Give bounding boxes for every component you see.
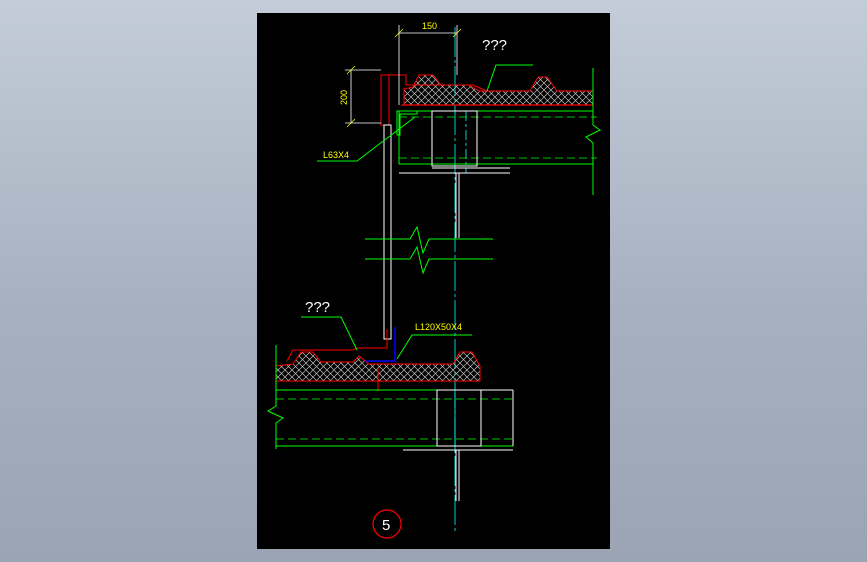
bottom-angle-l120x50x4 [365,327,396,362]
dim-top-height-label: 200 [339,90,349,105]
detail-callout-circle [372,509,402,539]
detail-number: 5 [382,517,390,534]
dim-top-width-label: 150 [422,21,437,31]
dim-top-height [345,65,381,128]
bottom-column-stem [455,450,460,501]
bottom-panel-insulation [275,351,481,382]
bottom-material-leader [301,316,358,351]
bottom-flashing [286,329,388,362]
bottom-break-line [266,345,284,449]
bottom-angle-leader [396,334,472,360]
top-angle-label: L63X4 [323,150,349,160]
top-column-stem [455,173,460,238]
top-material-label: ??? [482,37,507,54]
top-panel-insulation [403,74,594,106]
drawing-viewport[interactable]: 150 200 ??? L63X4 ??? L120X50X4 5 [257,13,610,549]
cad-drawing: 150 200 ??? L63X4 ??? L120X50X4 5 [266,21,601,539]
top-column-cap [399,110,510,174]
mid-break-lines [365,225,493,275]
bottom-angle-label: L120X50X4 [415,322,462,332]
dim-top-width [394,25,462,105]
top-break-line [585,68,601,195]
wall-post [383,124,392,340]
bottom-column-cap [403,389,514,451]
top-angle-leader [317,116,416,162]
top-material-leader [486,64,533,92]
bottom-material-label: ??? [305,299,330,316]
top-beam [398,110,593,165]
bottom-beam [276,389,513,447]
